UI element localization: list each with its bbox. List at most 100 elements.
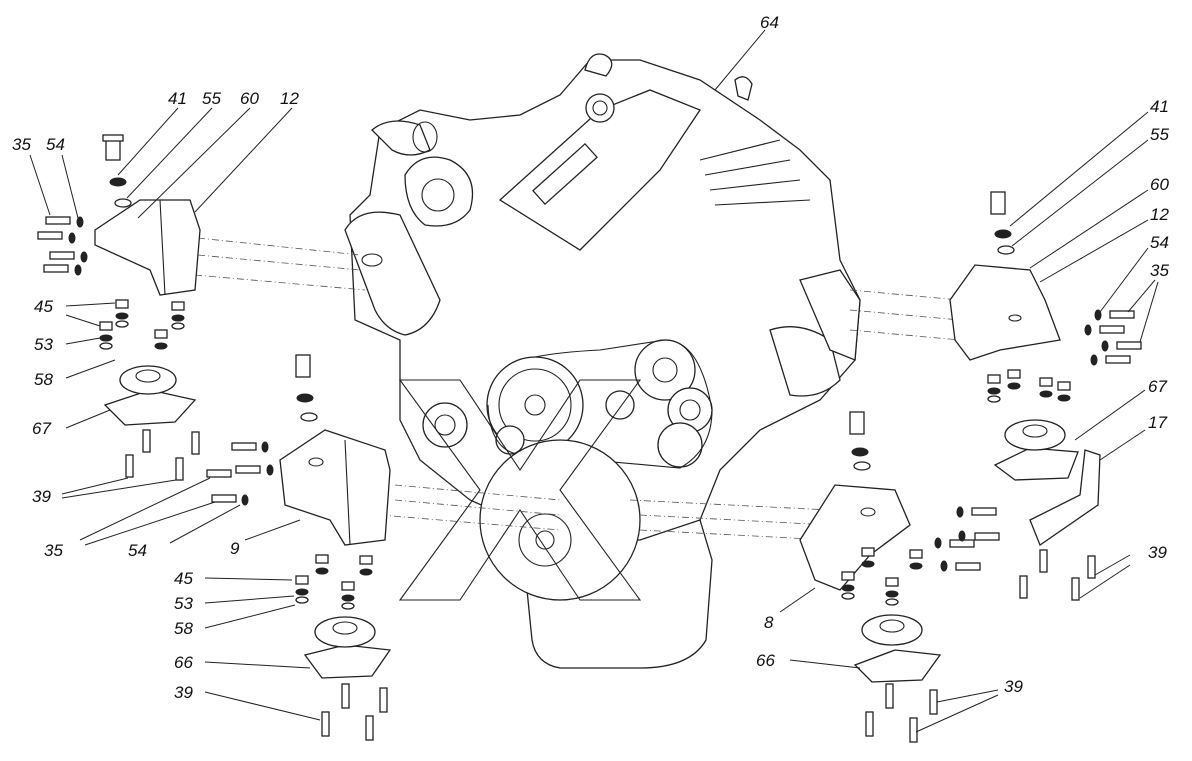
label-39-left: 39	[32, 487, 51, 506]
label-66-bottom-right: 66	[756, 651, 775, 670]
bolt-35-bl-3	[235, 465, 261, 474]
oil-filler-cap-inner	[592, 100, 608, 116]
bracket-12-tl-edge	[159, 199, 166, 296]
washer-54-tl-1	[76, 216, 84, 228]
align-br-1	[629, 499, 831, 511]
bolt-35-tl-4	[43, 264, 69, 273]
align-tr-3	[849, 329, 961, 341]
bracket-12-tl	[94, 199, 201, 296]
label-54-bottom-left: 54	[128, 541, 147, 560]
align-tl-3	[194, 274, 366, 291]
flywheel-housing	[479, 439, 641, 601]
leader-17-r	[1099, 429, 1146, 461]
washer-54-tl-2	[68, 232, 76, 244]
washer-60-tr	[997, 245, 1015, 255]
leader-54-bl	[169, 504, 241, 544]
mount-67-tl	[119, 365, 177, 395]
label-45-bottom-left: 45	[174, 569, 193, 588]
bolt-35-tr-4	[1105, 355, 1131, 364]
label-53-bottom-left: 53	[174, 594, 193, 613]
small-idler	[605, 390, 635, 420]
label-66-bottom-left: 66	[174, 653, 193, 672]
mount-66-br-top	[879, 619, 905, 633]
washer-55-br	[851, 447, 869, 457]
bolt-35-tr-3	[1116, 341, 1142, 350]
tensioner-pulley	[657, 422, 703, 468]
leader-lines	[29, 29, 1159, 733]
label-39-bottom-left: 39	[174, 683, 193, 702]
bracket-12-tr	[949, 264, 1061, 361]
washer-54-br-3	[934, 537, 942, 549]
label-12-right: 12	[1150, 205, 1169, 224]
label-17-right: 17	[1148, 413, 1167, 432]
lifting-eye-rear	[734, 76, 753, 101]
label-35-bottom-left: 35	[44, 541, 63, 560]
leader-41-r	[1009, 111, 1149, 227]
bolt-39-tl-3	[175, 457, 184, 481]
bolt-39-tl-4	[191, 431, 200, 455]
leader-66-br	[789, 659, 861, 669]
washer-54-tl-4	[74, 264, 82, 276]
compressor-pulley-hub	[652, 357, 678, 383]
bracket-9-bl-hole	[308, 457, 324, 467]
washer-60-tl	[114, 198, 132, 208]
bolt-35-tl-1	[45, 216, 71, 225]
washer-54-bl-1	[261, 441, 269, 453]
bolt-39-tr-2	[1039, 549, 1048, 573]
label-58-bottom-left: 58	[174, 619, 193, 638]
washer-54-tr-3	[1101, 340, 1109, 352]
bolt-41-tl-head	[102, 134, 124, 142]
leader-12-r	[1039, 219, 1149, 283]
leader-55-r	[1011, 139, 1149, 247]
bolt-39-tr-1	[1019, 575, 1028, 599]
bolt-39-br-2	[885, 683, 894, 709]
label-41-left: 41	[168, 89, 187, 108]
bracket-group-top-left	[37, 134, 201, 481]
bracket-12-tr-hole	[1008, 314, 1022, 322]
leader-60-r	[1029, 189, 1149, 269]
crank-pulley-ring	[498, 368, 572, 442]
valve-cover-plate	[532, 142, 598, 206]
alignment-lines	[194, 237, 961, 541]
bolt-41-bl	[295, 354, 311, 378]
leader-45-l	[65, 302, 116, 307]
leader-67-r	[1074, 389, 1146, 441]
pump-housing	[799, 269, 861, 361]
leader-39-l-b	[61, 479, 177, 499]
leader-58-bl	[204, 604, 296, 629]
callout-labels: 64 41 55 60 12 35 54 45 53 58 67 39 35 5…	[12, 13, 1169, 702]
label-12-left: 12	[280, 89, 299, 108]
bolt-39-bl-1	[321, 711, 330, 737]
bracket-8-br	[799, 484, 911, 591]
mount-base-67-tr	[993, 447, 1079, 481]
washer-55-bl	[296, 393, 314, 403]
align-tr-1	[849, 289, 961, 301]
injector-pipes	[699, 139, 811, 206]
label-58-left: 58	[34, 370, 53, 389]
crank-pulley-hub	[524, 394, 546, 416]
washer-54-br-4	[940, 560, 948, 572]
bracket-17-tr	[1029, 449, 1101, 546]
bolt-35-tr-2	[1099, 325, 1125, 334]
bolt-39-bl-4	[379, 687, 388, 713]
bolt-39-tr-4	[1087, 555, 1096, 579]
washer-54-tr-4	[1090, 354, 1098, 366]
mount-66-bl	[314, 616, 376, 648]
label-53-left: 53	[34, 335, 53, 354]
bolt-35-bl-1	[231, 442, 257, 451]
nut-stack-tl	[99, 299, 185, 350]
bolt-35-bl-2	[206, 469, 232, 478]
washer-54-bl-2	[266, 464, 274, 476]
washer-54-br-1	[956, 506, 964, 518]
washer-54-tl-3	[80, 251, 88, 263]
bolt-41-tr	[990, 191, 1006, 215]
bolt-39-tr-3	[1071, 577, 1080, 601]
mount-base-66-bl	[303, 644, 392, 679]
bolt-39-bl-3	[365, 715, 374, 741]
bolt-39-tl-2	[142, 429, 151, 453]
nut-stack-br	[841, 547, 923, 606]
leader-39-br-b	[915, 694, 999, 733]
intake-flange	[412, 121, 438, 153]
washer-54-br-2	[958, 530, 966, 542]
